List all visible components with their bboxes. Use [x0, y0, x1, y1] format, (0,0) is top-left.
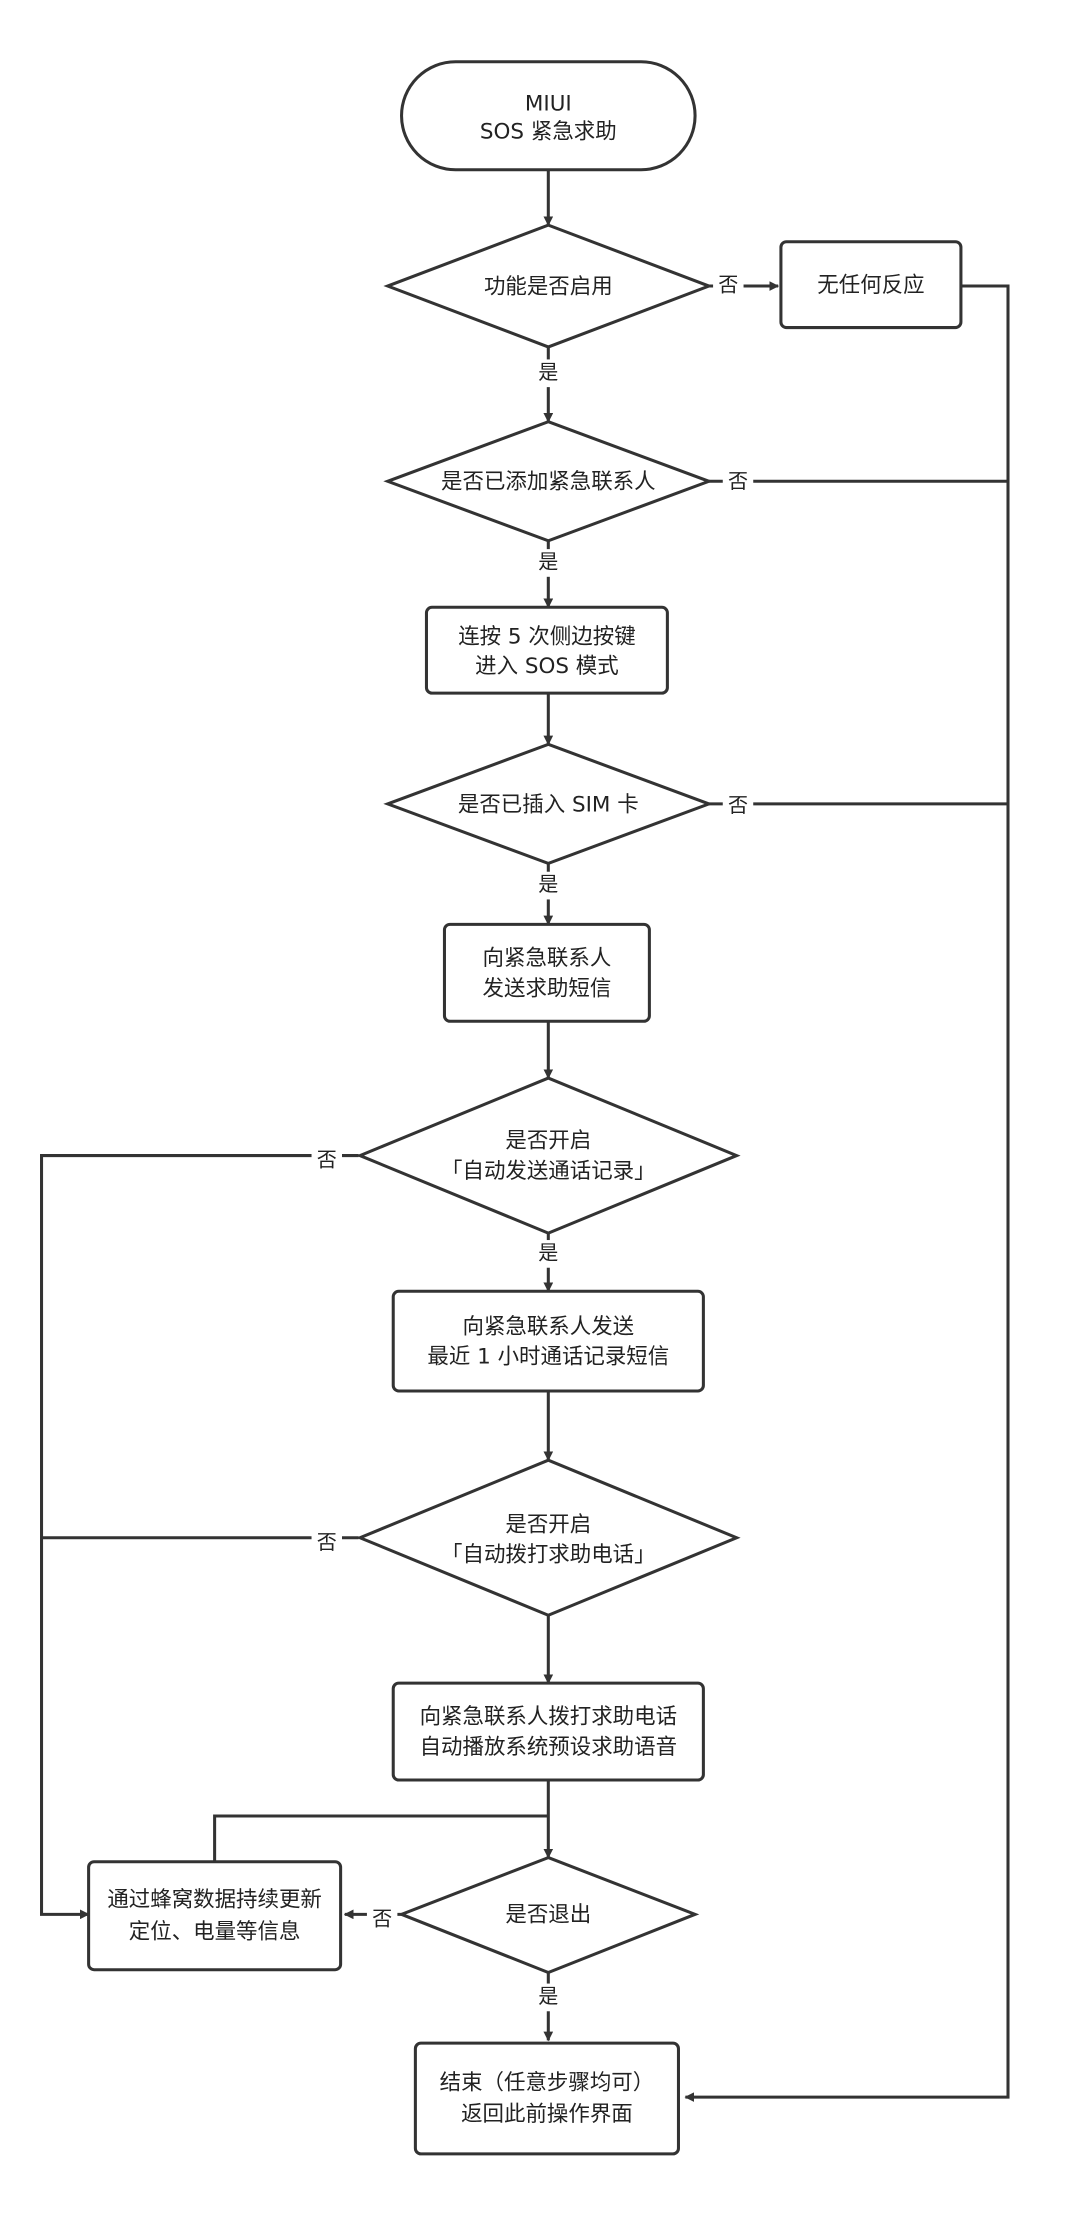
- node-update-location-line-2: 定位、电量等信息: [129, 1919, 301, 1944]
- node-dial-help-call-line-2: 自动播放系统预设求助语音: [420, 1735, 677, 1760]
- node-press-side-key-line-2: 进入 SOS 模式: [475, 654, 619, 679]
- node-send-call-log-line-1: 向紧急联系人发送: [462, 1314, 634, 1339]
- node-dial-help-call: 向紧急联系人拨打求助电话 自动播放系统预设求助语音: [391, 1681, 705, 1782]
- label-sim-no: 否: [728, 793, 748, 817]
- node-end-line-1: 结束（任意步骤均可）: [440, 2070, 655, 2095]
- label-sim-yes: 是: [538, 872, 558, 896]
- decision-contact-added-text: 是否已添加紧急联系人: [441, 470, 656, 495]
- label-contact-yes: 是: [538, 549, 558, 573]
- label-call-no: 否: [317, 1530, 337, 1554]
- node-start: MIUI SOS 紧急求助: [400, 60, 697, 172]
- edge-right-bus-to-end: [684, 284, 1010, 2102]
- label-exit-no: 否: [372, 1906, 392, 1930]
- node-update-location: 通过蜂窝数据持续更新 定位、电量等信息: [87, 1860, 343, 1972]
- decision-auto-dial-line-1: 是否开启: [505, 1512, 591, 1537]
- node-start-line-1: MIUI: [525, 92, 572, 117]
- node-send-help-sms-line-1: 向紧急联系人: [483, 946, 612, 971]
- decision-contact-added: 是否已添加紧急联系人: [383, 420, 714, 543]
- decision-exit-text: 是否退出: [505, 1903, 591, 1928]
- decision-exit: 是否退出: [397, 1855, 700, 1975]
- decision-auto-send-call-log-line-1: 是否开启: [505, 1129, 591, 1154]
- node-send-help-sms-line-2: 发送求助短信: [483, 976, 612, 1001]
- node-press-side-key: 连按 5 次侧边按键 进入 SOS 模式: [424, 605, 669, 695]
- node-end: 结束（任意步骤均可） 返回此前操作界面: [413, 2041, 680, 2156]
- node-press-side-key-line-1: 连按 5 次侧边按键: [458, 625, 635, 650]
- decision-sim-inserted: 是否已插入 SIM 卡: [383, 742, 714, 866]
- edge-left-bus-to-update: [40, 1154, 359, 1920]
- node-end-line-2: 返回此前操作界面: [461, 2102, 633, 2127]
- decision-auto-dial-line-2: 「自动拨打求助电话」: [441, 1543, 656, 1568]
- edge-update-loop: [213, 1814, 549, 1862]
- decision-auto-dial: 是否开启 「自动拨打求助电话」: [355, 1458, 741, 1617]
- node-no-response-text: 无任何反应: [817, 273, 924, 298]
- label-calllog-no: 否: [317, 1148, 337, 1172]
- decision-auto-send-call-log: 是否开启 「自动发送通话记录」: [355, 1076, 741, 1235]
- node-send-call-log-line-2: 最近 1 小时通话记录短信: [427, 1345, 669, 1370]
- label-enabled-yes: 是: [538, 360, 558, 384]
- node-send-help-sms: 向紧急联系人 发送求助短信: [442, 922, 651, 1023]
- edge-labels: 否 是 否 是 否 是 否 是 否 否 是: [311, 272, 754, 2012]
- label-exit-yes: 是: [538, 1984, 558, 2008]
- node-update-location-line-1: 通过蜂窝数据持续更新: [107, 1888, 322, 1913]
- decision-function-enabled: 功能是否启用: [383, 223, 714, 349]
- label-enabled-no: 否: [718, 273, 738, 297]
- node-start-line-2: SOS 紧急求助: [480, 119, 617, 144]
- node-dial-help-call-line-1: 向紧急联系人拨打求助电话: [420, 1705, 677, 1730]
- flowchart: 否 是 否 是 否 是 否 是 否 否 是 MIUI SOS 紧急求助 功能是否…: [40, 60, 1010, 2156]
- label-contact-no: 否: [728, 469, 748, 493]
- label-calllog-yes: 是: [538, 1240, 558, 1264]
- decision-function-enabled-text: 功能是否启用: [484, 274, 613, 299]
- node-no-response: 无任何反应: [779, 240, 963, 330]
- node-send-call-log: 向紧急联系人发送 最近 1 小时通话记录短信: [391, 1289, 705, 1393]
- decision-sim-inserted-text: 是否已插入 SIM 卡: [458, 792, 639, 817]
- decision-auto-send-call-log-line-2: 「自动发送通话记录」: [441, 1159, 656, 1184]
